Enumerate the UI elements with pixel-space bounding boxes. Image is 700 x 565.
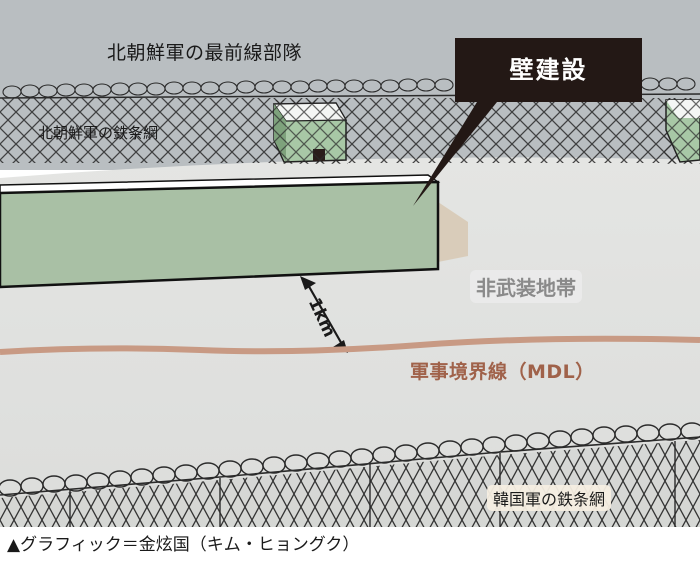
dmz-illustration: 北朝鮮軍の最前線部隊 北朝鮮軍の鉄条網 壁建設 非武装地帯 1km 軍事境界線（… xyxy=(0,0,700,527)
guard-post-2 xyxy=(664,98,700,164)
scene-graphic xyxy=(0,0,700,527)
label-dmz: 非武装地帯 xyxy=(470,270,582,303)
label-nk-fence: 北朝鮮軍の鉄条網 xyxy=(38,124,159,142)
callout-text: 壁建設 xyxy=(509,56,588,84)
nk-fence xyxy=(0,77,700,163)
callout-pointer xyxy=(413,102,497,206)
wall xyxy=(0,174,468,289)
label-mdl: 軍事境界線（MDL） xyxy=(410,361,595,383)
callout-wall-construction: 壁建設 xyxy=(455,38,642,102)
graphic-credit-caption: ▲グラフィック＝金炫国（キム・ヒョングク） xyxy=(7,535,360,555)
guard-post-1 xyxy=(272,100,348,164)
label-sk-fence: 韓国軍の鉄条網 xyxy=(487,485,612,511)
label-nk-front-units: 北朝鮮軍の最前線部隊 xyxy=(107,42,303,64)
mdl-line xyxy=(0,335,700,355)
